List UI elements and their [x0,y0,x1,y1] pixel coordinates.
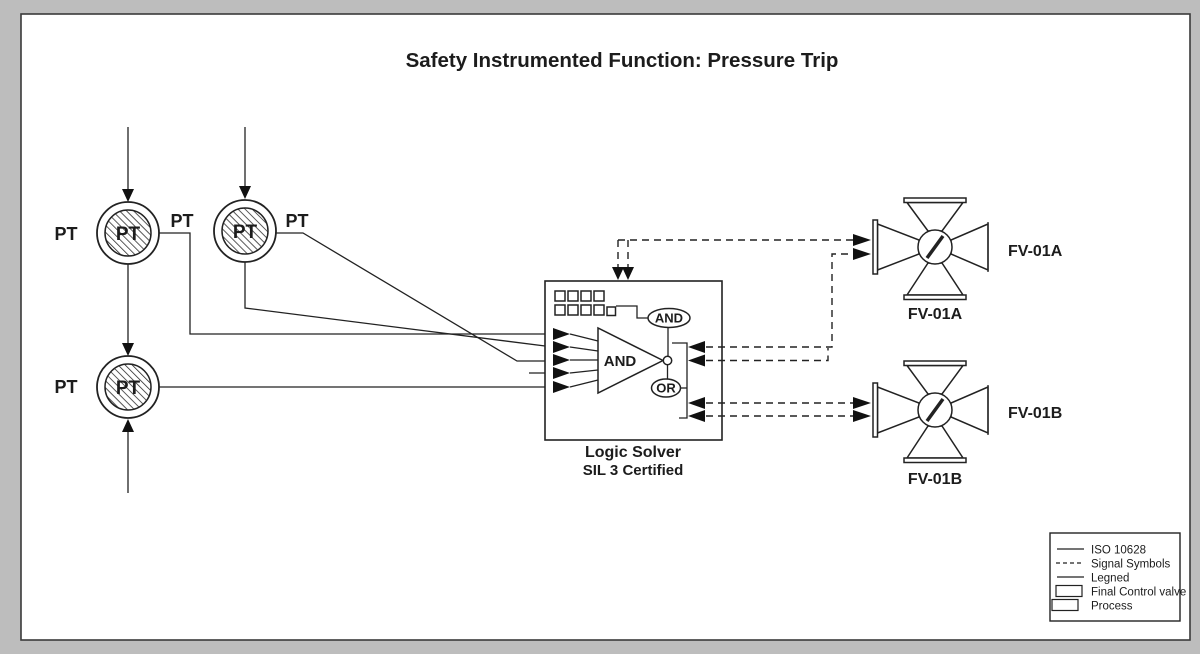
logic-solver: AND AND OR [544,280,723,441]
pt1-right-label: PT [170,211,193,231]
fv01a-bottom-label: FV-01A [908,306,963,323]
pt2-right-label: PT [285,211,308,231]
fv01a-side-label: FV-01A [1008,243,1063,260]
valve-slash [925,397,945,423]
and-gate-label: AND [604,353,637,370]
squares-to-and-connector [616,305,648,319]
io-terminal-squares [554,290,617,317]
and-oval-label: AND [655,311,683,326]
pt1-tag: PT [116,224,141,245]
legend-rect-swatch-2 [1051,598,1079,612]
top-flange [903,360,967,367]
legend-label-signal: Signal Symbols [1091,559,1171,571]
legend: ISO 10628 Signal Symbols Legned Final Co… [1049,532,1186,622]
diagram-title: Safety Instrumented Function: Pressure T… [406,49,839,72]
pt2-tag: PT [233,222,258,243]
output-bus [672,342,688,419]
valve-slash [925,234,945,260]
valve-fv01a [872,197,989,301]
pt3-left-label: PT [54,377,77,397]
pt-transmitter-1: PT [96,201,160,265]
inverter-bubble [662,355,673,366]
solver-input-arrows [553,328,599,393]
or-oval-label: OR [656,381,676,396]
pt1-left-label: PT [54,224,77,244]
pt-signal-lines [159,232,554,388]
valve-fv01b [872,360,989,464]
signal-dashed-lines [612,234,871,422]
left-flange [872,219,879,275]
legend-label-fcv: Final Control valve [1091,587,1186,599]
fv01b-bottom-label: FV-01B [908,471,962,488]
legend-label-iso: ISO 10628 [1091,545,1146,557]
legend-label-legned: Legned [1091,573,1129,585]
legend-label-process: Process [1091,601,1133,613]
and-gate-triangle [597,326,665,395]
top-flange [903,197,967,204]
bottom-flange [903,294,967,301]
process-flow-arrows [122,127,251,493]
solver-right-arrows [688,341,705,422]
bottom-flange [903,457,967,464]
logic-solver-title: Logic Solver [585,444,681,461]
fv01b-side-label: FV-01B [1008,405,1062,422]
pt-transmitter-2: PT [213,199,277,263]
pt3-tag: PT [116,378,141,399]
left-flange [872,382,879,438]
pt-transmitter-3: PT [96,355,160,419]
logic-solver-subtitle: SIL 3 Certified [583,462,684,479]
legend-rect-swatch [1055,584,1083,598]
and-oval [647,307,691,329]
